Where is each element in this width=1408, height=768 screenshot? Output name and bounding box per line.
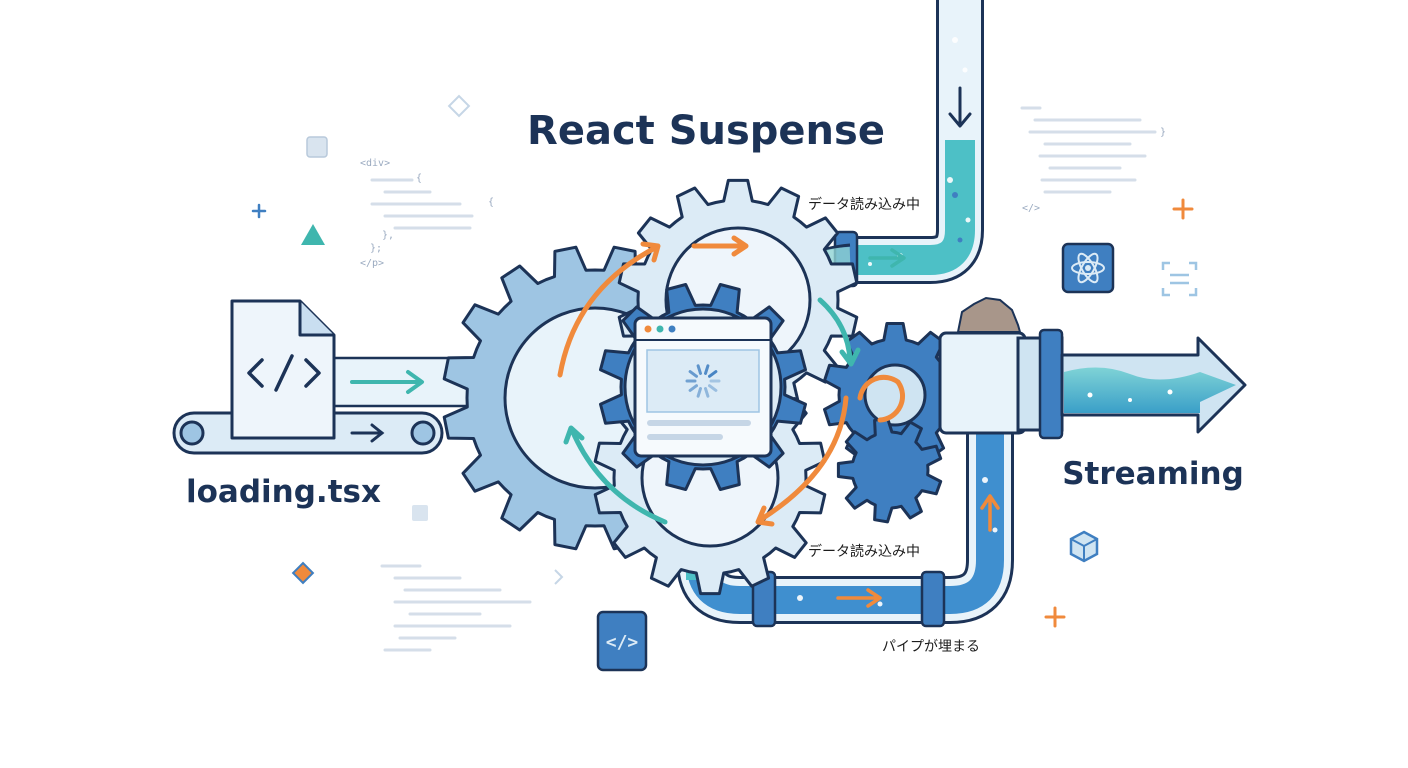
code-tag-icon: </> [596, 610, 648, 672]
code-lines-left [370, 178, 474, 230]
spinner-tick [704, 387, 710, 398]
spinner-tick [688, 384, 698, 392]
square-shape [412, 505, 428, 521]
triangle-icon [301, 224, 325, 245]
gear-right-bottom [836, 416, 943, 524]
status-bottom: データ読み込み中 [808, 543, 920, 560]
react-atom-icon [1061, 242, 1115, 294]
gear-right-small [823, 322, 967, 468]
output-label: Streaming [1062, 456, 1244, 492]
code-lines-bottom [380, 564, 532, 652]
spinner-tick [708, 384, 718, 392]
spinner-tick [696, 364, 702, 375]
rotation-arrow [817, 297, 861, 367]
plus-icon [1172, 198, 1194, 220]
rotation-arrow [857, 374, 906, 423]
code-file-icon [230, 299, 336, 440]
plus-icon [1044, 606, 1066, 628]
diamond-icon [291, 561, 315, 585]
code-right-brace: } [1160, 127, 1166, 138]
code-para-close: </p> [360, 258, 384, 269]
status-pipe: パイプが埋まる [882, 639, 980, 655]
code-brace-open: { [416, 173, 422, 184]
output-pipe [938, 296, 1247, 440]
loading-spinner-icon [685, 364, 721, 398]
code-brace-close: }, [382, 230, 394, 241]
chevron-shape [554, 569, 564, 585]
status-top: データ読み込み中 [808, 196, 920, 213]
rotation-arrow [557, 241, 661, 378]
spinner-tick [708, 370, 718, 378]
rotation-arrow [755, 395, 849, 527]
plus-icon [251, 203, 267, 219]
rotation-arrow [691, 235, 749, 257]
scan-icon [1161, 261, 1198, 297]
spinner-tick [704, 364, 710, 375]
code-paren-close: }; [370, 243, 382, 254]
browser-window [633, 316, 773, 458]
hexagon-icon [1069, 530, 1099, 563]
code-open-tag: <div> [360, 158, 390, 169]
top-pipe [833, 0, 984, 288]
diamond-outline [447, 94, 471, 118]
code-brace-inner: { [488, 197, 494, 208]
code-lines-right [1020, 106, 1157, 194]
svg-text:</>: </> [606, 632, 639, 653]
file-label: loading.tsx [186, 474, 381, 510]
spinner-tick [688, 370, 698, 378]
spinner-tick [696, 387, 702, 398]
square-shape [306, 136, 328, 158]
rotation-arrow [563, 425, 668, 525]
code-right-tag: </> [1022, 203, 1040, 214]
diagram-title: React Suspense [527, 108, 885, 154]
